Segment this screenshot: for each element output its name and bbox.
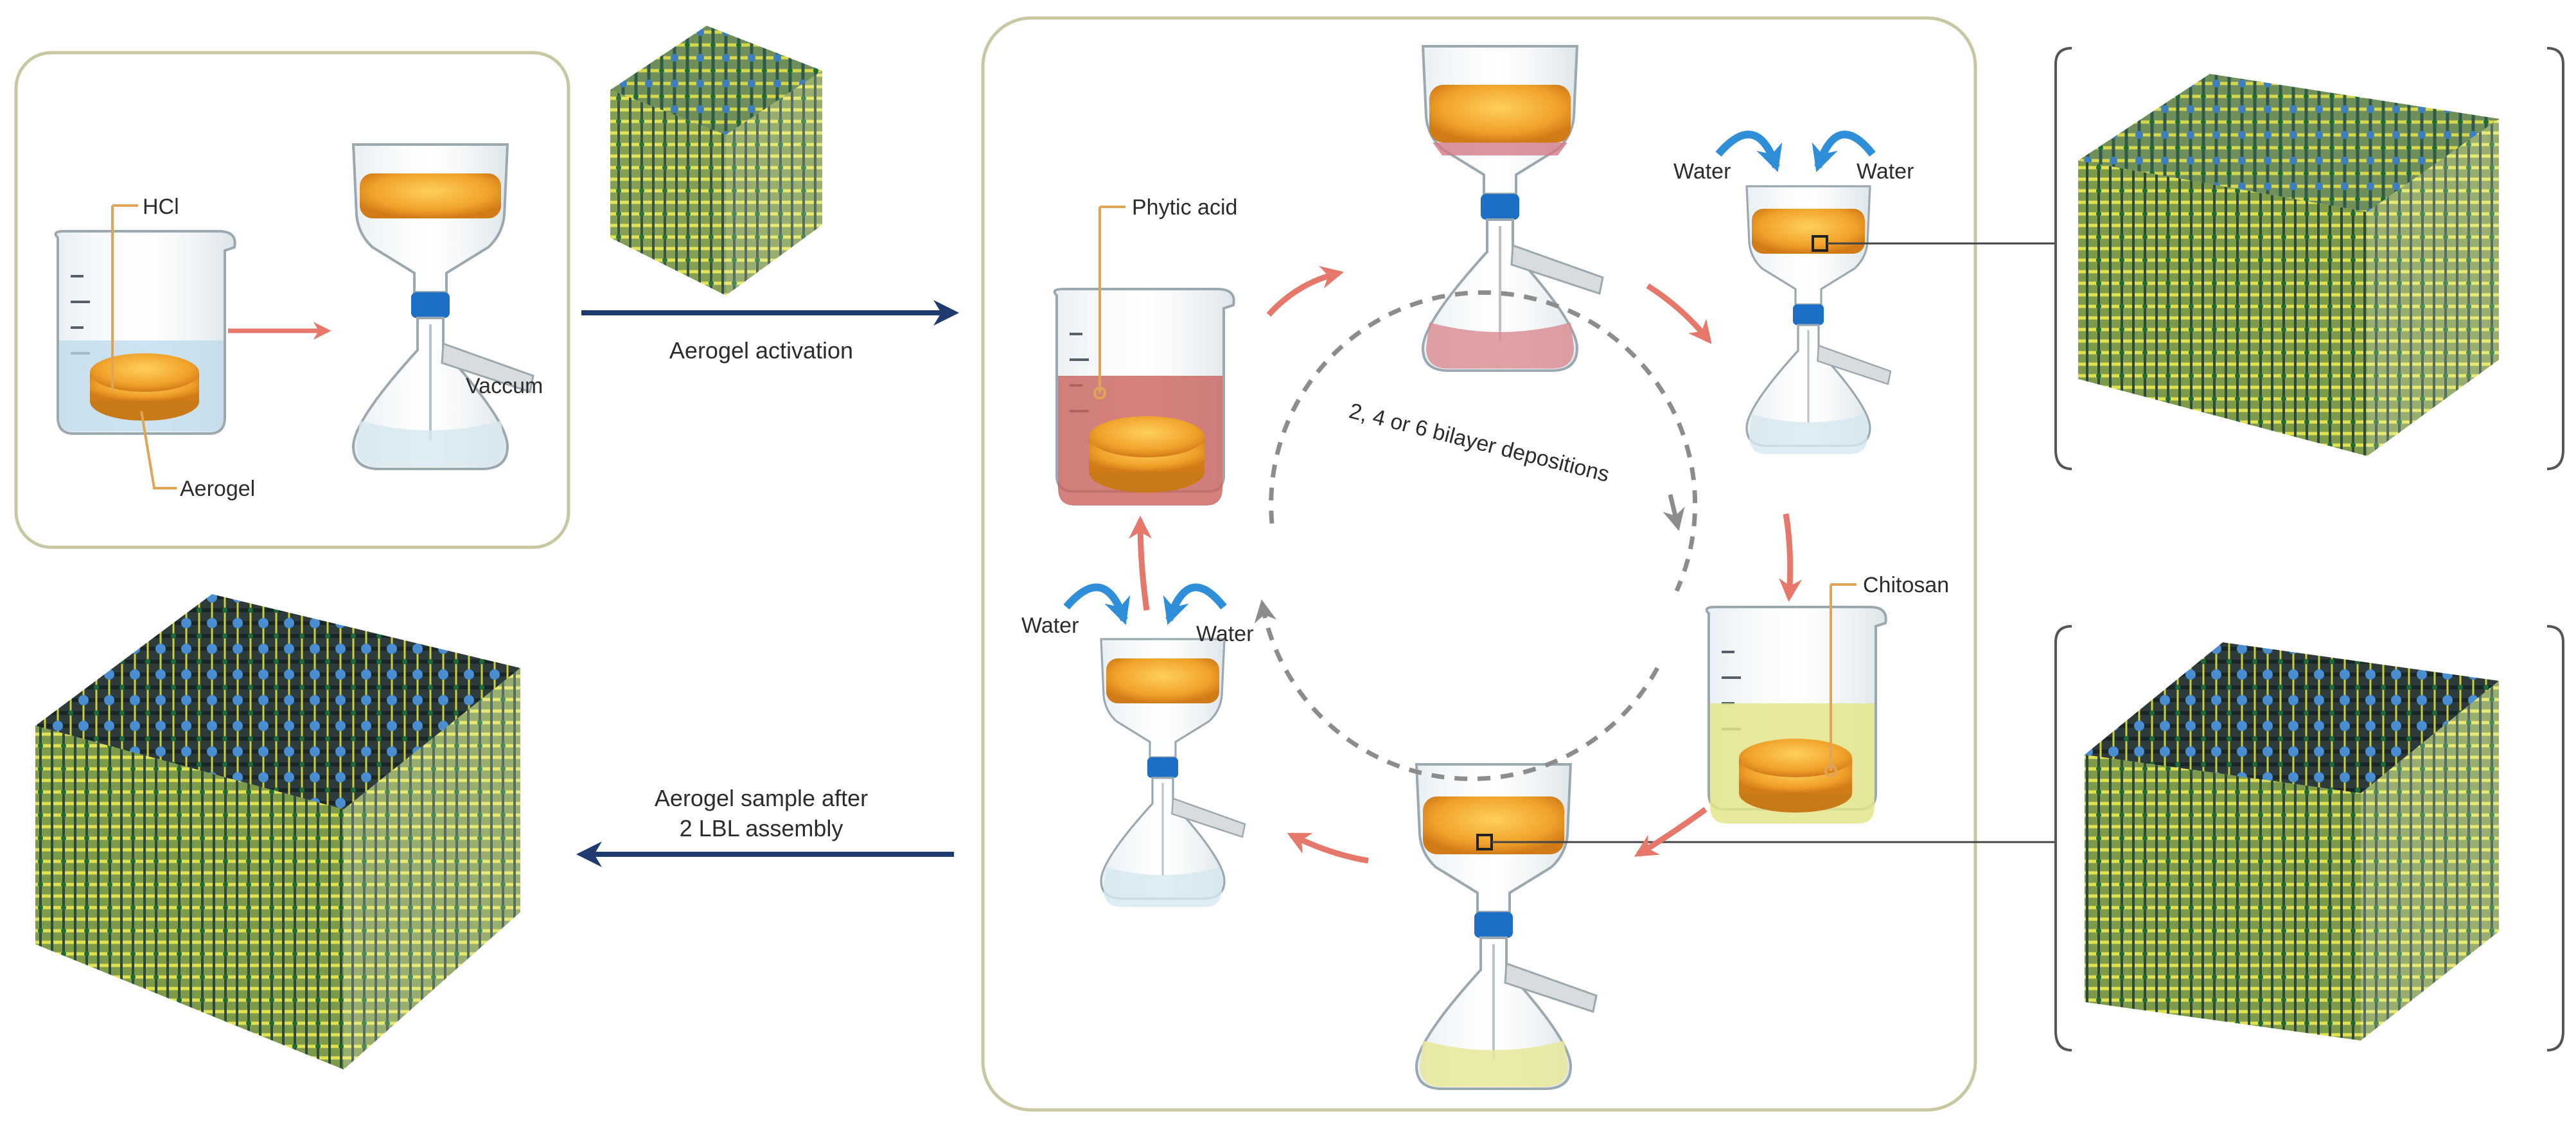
process-arrow-1 [1266,265,1345,317]
activation-panel [14,51,570,549]
water-wash-flask-left-icon [1100,638,1246,907]
cycle-label: 2, 4 or 6 bilayer depositions [1346,399,1612,487]
bracket-top-icon [2054,47,2564,470]
process-arrow-3 [1779,513,1803,603]
process-arrow-5 [1287,832,1369,864]
chitosan-label: Chitosan [1863,573,1949,597]
phytic-acid-label: Phytic acid [1132,195,1237,220]
vaccum-label: Vaccum [466,374,543,398]
bracket-bottom-icon [2054,625,2564,1051]
process-arrow-4 [1634,807,1707,857]
phytic-acid-beaker-icon [1055,289,1234,506]
lbl-aerogel-cube-icon [35,594,520,1069]
water-arrow-left [1715,130,1783,172]
activation-label: Aerogel activation [669,337,853,364]
cycle-arrow-2 [1254,599,1660,782]
water-arrow-right-2 [1163,583,1227,625]
water-arrow-right [1812,130,1876,172]
phytic-layer-cube-icon [2078,74,2499,456]
activated-aerogel-cube-icon [610,26,822,295]
hcl-beaker-icon [54,230,236,435]
chitosan-layer-cube-icon [2085,642,2499,1041]
result-label-line1: Aerogel sample after [655,785,868,811]
water-label-4: Water [1196,622,1253,646]
phytic-filter-flask-icon [1422,45,1604,372]
cycle-arrow [1269,290,1698,592]
result-label-line2: 2 LBL assembly [680,815,843,841]
aerogel-label: Aerogel [180,477,255,501]
water-label-1: Water [1673,159,1731,184]
water-label-2: Water [1857,159,1914,184]
vacuum-flask-icon [352,143,534,470]
water-label-3: Water [1021,613,1079,638]
aerogel-leader [140,410,177,489]
chitosan-beaker-icon [1707,607,1886,823]
process-arrow-6 [1129,515,1152,611]
process-arrow-2 [1646,283,1712,344]
water-wash-flask-top-icon [1745,185,1892,454]
chitosan-filter-flask-icon [1415,763,1598,1090]
water-arrow-left-2 [1063,583,1131,625]
hcl-label: HCl [143,195,179,219]
lbl-cycle-panel [981,16,1977,1112]
